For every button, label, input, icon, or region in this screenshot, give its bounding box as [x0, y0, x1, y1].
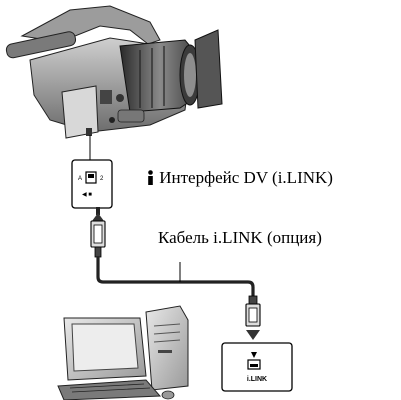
computer-port-label: i.LINK	[247, 376, 267, 383]
ilink-symbol-icon	[148, 170, 153, 185]
computer-icon	[57, 305, 189, 400]
dv-plug	[90, 207, 106, 258]
cable-label: Кабель i.LINK (опция)	[158, 228, 322, 247]
dv-interface-label: Интерфейс DV (i.LINK)	[146, 168, 333, 188]
svg-text:2: 2	[100, 176, 104, 182]
camcorder-icon	[5, 5, 223, 139]
computer-plug	[245, 295, 261, 340]
ilink-cable	[96, 257, 255, 296]
camera-dv-port: A 2 ◀ ■	[71, 159, 113, 209]
computer-ilink-port	[221, 342, 293, 392]
svg-text:◀ ■: ◀ ■	[82, 192, 92, 198]
dv-interface-text: Интерфейс DV (i.LINK)	[159, 168, 333, 187]
svg-text:A: A	[78, 176, 82, 182]
